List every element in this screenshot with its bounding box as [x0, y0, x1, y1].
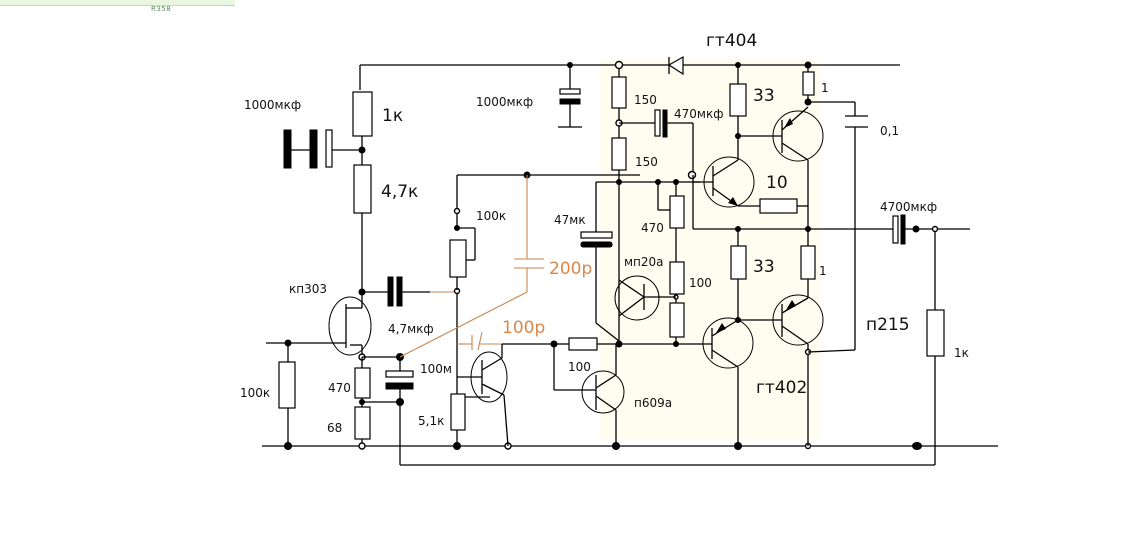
label-r-150-top: 150 — [634, 93, 657, 107]
label-q-gt402: гт402 — [756, 378, 807, 398]
label-c-1000uf-mid: 1000мкф — [476, 95, 533, 109]
label-r-68: 68 — [327, 421, 342, 435]
label-r-33-top: 33 — [753, 86, 775, 106]
label-q-p609a: п609а — [634, 396, 672, 410]
capacitor-0-1 — [845, 115, 868, 350]
label-c-0-1: 0,1 — [880, 124, 899, 138]
label-c-4700uf: 4700мкф — [880, 200, 937, 214]
label-r-5-1k: 5,1к — [418, 414, 444, 428]
label-r-100k-in: 100к — [240, 386, 270, 400]
label-r-33-bot: 33 — [753, 257, 775, 277]
resistor-4-7k — [353, 164, 372, 214]
resistor-470-bias — [669, 195, 685, 229]
potentiometer-100k — [449, 239, 467, 278]
capacitor-4-7uf — [362, 276, 430, 307]
resistor-1-bottom — [800, 245, 816, 280]
top-strip-label: R358 — [151, 5, 172, 13]
resistor-470-source — [354, 367, 371, 399]
resistor-100-bias — [669, 261, 685, 295]
resistor-150-top — [611, 76, 627, 109]
transistor-driver-top — [693, 155, 760, 208]
label-r-1-top: 1 — [821, 81, 829, 95]
label-jfet: кп303 — [289, 282, 327, 296]
transistor-p609a — [581, 344, 625, 446]
resistor-1k-load — [926, 309, 945, 357]
transistor-output-top — [772, 106, 824, 229]
label-r-470-src: 470 — [328, 381, 351, 395]
top-strip — [0, 0, 235, 6]
resistor-100-driver — [568, 337, 598, 351]
diode-gt404 — [667, 55, 684, 76]
capacitor-source-bypass — [385, 357, 414, 465]
label-r-470-bias: 470 — [641, 221, 664, 235]
label-r-4-7k: 4,7к — [381, 182, 418, 202]
capacitor-4700uf — [870, 214, 970, 245]
resistor-10 — [759, 198, 798, 214]
capacitor-100p — [457, 331, 502, 351]
resistor-33-bottom — [730, 245, 747, 280]
label-c-input-supply: 1000мкф — [244, 98, 301, 112]
transistor-mp20a — [614, 275, 676, 321]
resistor-1k-top — [352, 91, 373, 137]
label-pot-100k: 100к — [476, 209, 506, 223]
label-r-1-bot: 1 — [819, 264, 827, 278]
label-r-100m: 100м — [420, 362, 452, 376]
label-c-47uf: 47мк — [554, 213, 586, 227]
label-q-mp20a: мп20а — [624, 255, 664, 269]
capacitor-47uf — [580, 182, 620, 342]
resistor-150-bottom — [611, 137, 627, 171]
resistor-33-top — [729, 83, 747, 117]
label-r-10: 10 — [766, 173, 788, 193]
transistor-p215 — [772, 294, 824, 446]
resistor-100k-input — [278, 361, 296, 409]
resistor-bias-lower — [669, 302, 685, 338]
resistor-1-top — [802, 71, 815, 96]
label-c-4-7uf: 4,7мкф — [388, 322, 434, 336]
capacitor-1000uf-left — [283, 129, 362, 169]
label-diode: гт404 — [706, 31, 757, 51]
capacitor-470uf — [654, 109, 694, 175]
transistor-gt402 — [702, 317, 754, 446]
label-c-100p: 100р — [502, 318, 545, 338]
label-r-150-bot: 150 — [635, 155, 658, 169]
jfet-kp303 — [266, 292, 372, 357]
label-r-1k-load: 1к — [954, 346, 969, 360]
capacitor-1000uf-mid — [558, 65, 582, 128]
transistor-100m — [457, 343, 554, 447]
label-c-200p: 200р — [549, 259, 592, 279]
label-q-p215: п215 — [866, 315, 910, 335]
capacitor-200p — [399, 171, 544, 358]
resistor-5-1k — [450, 393, 466, 431]
resistor-68 — [354, 406, 371, 440]
label-r-1k-top: 1к — [382, 106, 403, 126]
label-r-100-bias: 100 — [689, 276, 712, 290]
label-r-100-drv: 100 — [568, 360, 591, 374]
label-c-470uf: 470мкф — [674, 107, 723, 121]
